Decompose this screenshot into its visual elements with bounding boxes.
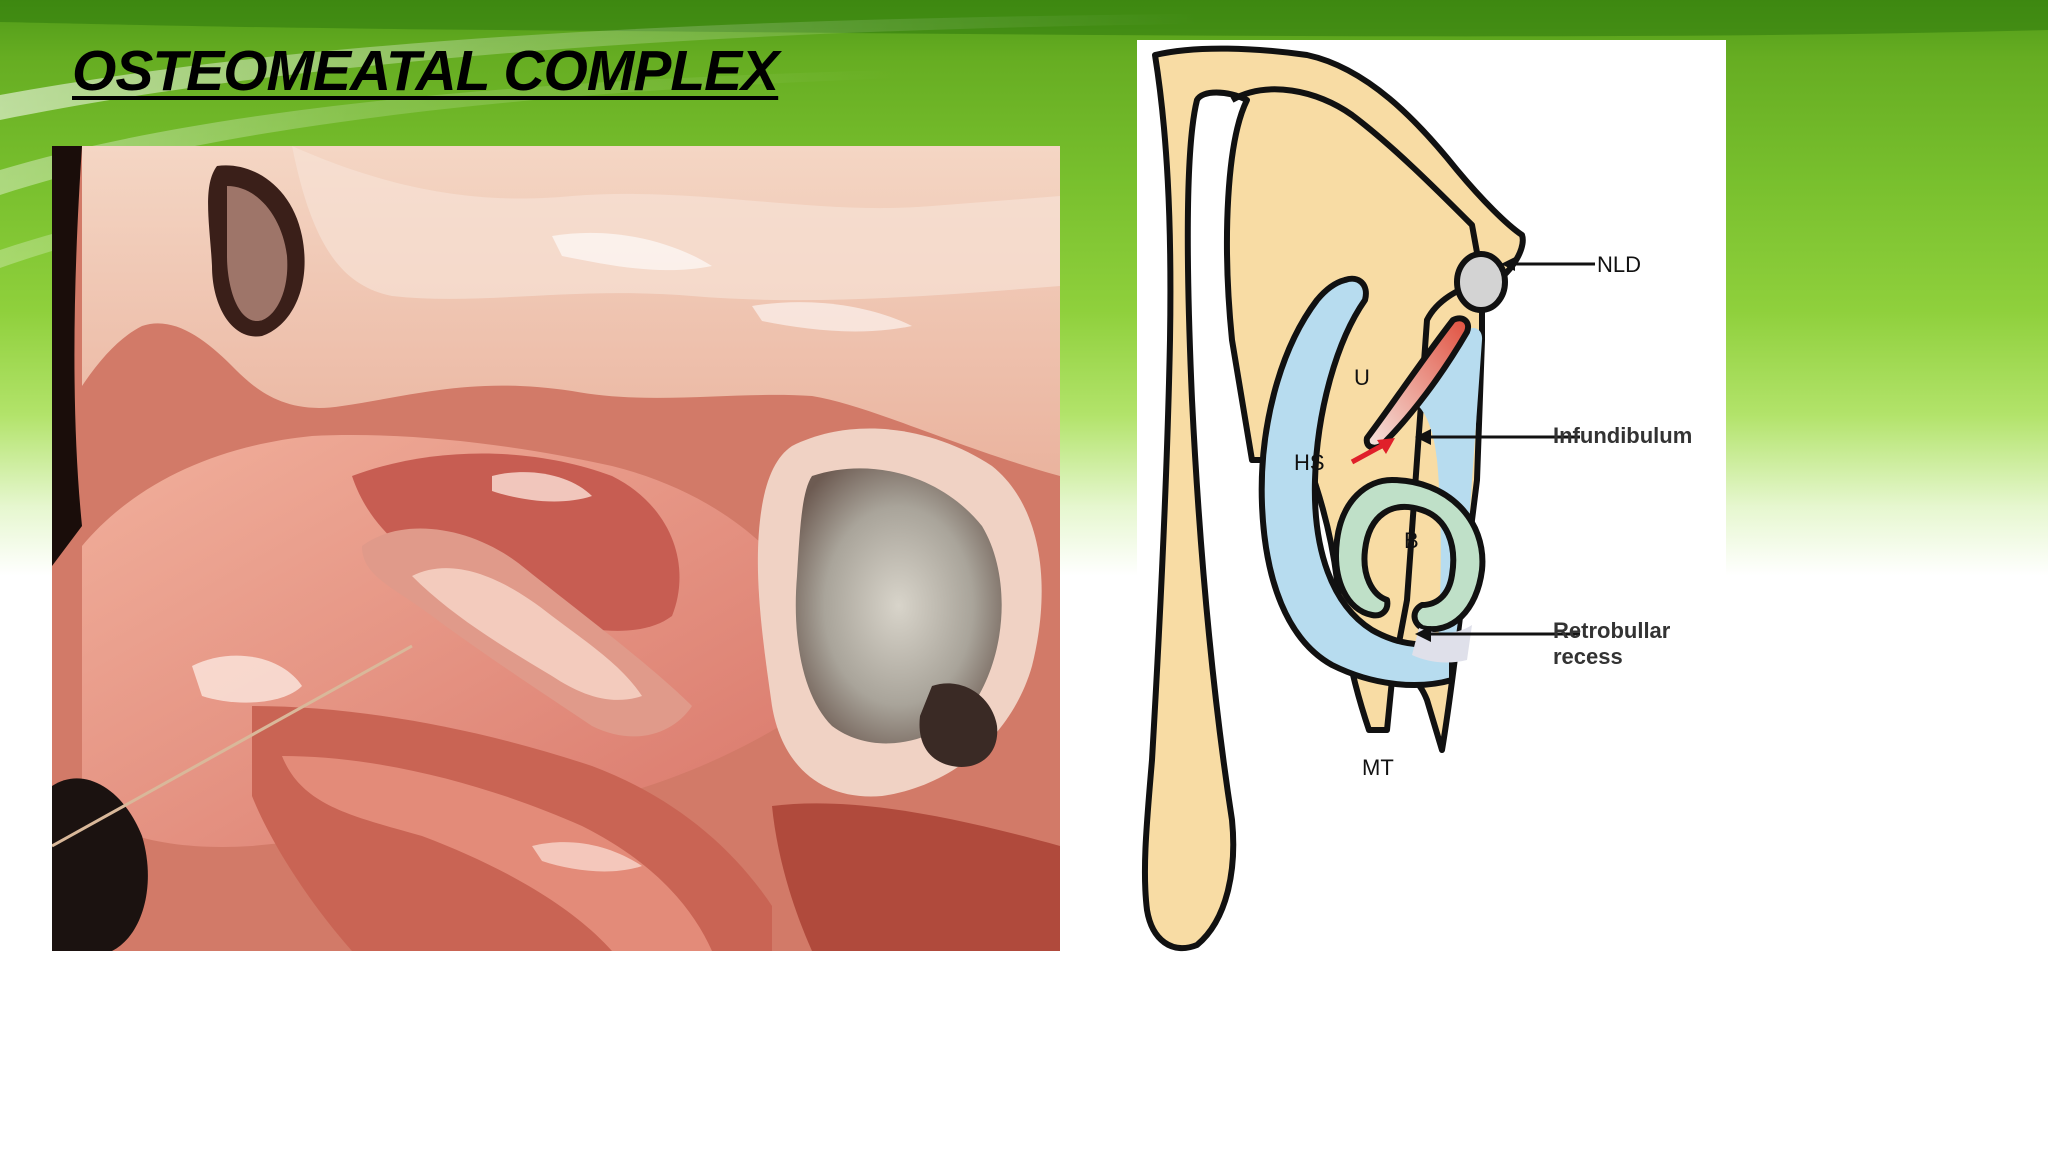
dissection-photo-drawing (52, 146, 1060, 951)
label-hiatus-semilunaris: HS (1294, 450, 1325, 475)
label-retrobullar-line2: recess (1553, 644, 1623, 669)
label-uncinate: U (1354, 365, 1370, 390)
nasolacrimal-duct (1454, 251, 1508, 313)
label-bulla: B (1404, 528, 1419, 553)
osteomeatal-diagram: NLD U HS Infundibulum B Retrobullar rece… (1137, 40, 1726, 953)
label-nld: NLD (1597, 252, 1641, 277)
label-middle-turbinate: MT (1362, 755, 1394, 780)
ethmoid-bulla (1333, 477, 1486, 633)
slide-title: OSTEOMEATAL COMPLEX (72, 39, 779, 103)
label-retrobullar-line1: Retrobullar (1553, 618, 1671, 643)
dissection-photo (52, 146, 1060, 951)
bone-outline (1141, 45, 1526, 952)
label-infundibulum: Infundibulum (1553, 423, 1692, 448)
diagram-svg: NLD U HS Infundibulum B Retrobullar rece… (1141, 45, 1692, 952)
mucosa-meatus (1258, 275, 1455, 688)
